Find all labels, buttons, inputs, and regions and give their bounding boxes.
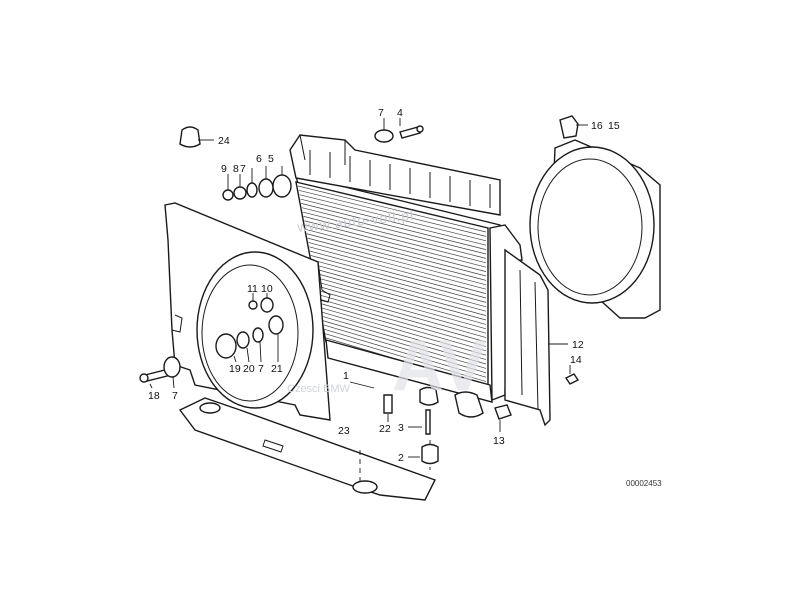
callout-labels: 24 9 8 7 6 5 7 4 16 15 11 10 19 20 7 21 …: [148, 107, 620, 464]
callout-10: 10: [261, 283, 273, 295]
callout-8: 8: [233, 163, 239, 175]
radiator-fin-line: [310, 255, 487, 303]
radiator-fin-line: [297, 185, 487, 233]
fan-ring: [529, 115, 661, 319]
fasteners: [139, 125, 580, 465]
callout-22: 22: [379, 423, 391, 435]
callout-14: 14: [570, 354, 582, 366]
radiator-fin-line: [305, 229, 487, 277]
callout-4: 4: [397, 107, 403, 119]
callout-15: 15: [608, 120, 620, 132]
radiator-fin-line: [303, 216, 487, 264]
callout-6: 6: [256, 153, 262, 165]
radiator-fin-line: [313, 272, 487, 321]
radiator-fin-line: [318, 298, 487, 347]
radiator-fin-line: [301, 203, 487, 250]
callout-7: 7: [240, 163, 246, 175]
callout-7: 7: [378, 107, 384, 119]
radiator-fin-line: [317, 294, 487, 343]
radiator-fin-line: [307, 237, 487, 286]
callout-11: 11: [247, 283, 258, 295]
callout-12: 12: [572, 339, 584, 351]
radiator-fin-line: [314, 276, 487, 325]
radiator-fin-line: [304, 220, 487, 268]
radiator-fin-line: [306, 233, 487, 281]
callout-9: 9: [221, 163, 227, 175]
radiator-fin-line: [308, 242, 487, 290]
callout-21: 21: [271, 363, 283, 375]
watermark-logo: AV: [392, 326, 487, 406]
radiator-fin-line: [302, 211, 487, 259]
radiator-fin-line: [321, 315, 487, 365]
radiator-fin-line: [322, 320, 487, 369]
radiator-fin-line: [325, 333, 487, 382]
callout-23: 23: [338, 425, 350, 437]
radiator-fin-line: [315, 281, 487, 330]
callout-20: 20: [243, 363, 255, 375]
callout-3: 3: [398, 422, 404, 434]
watermark-tagline: Czesci BMW: [287, 383, 351, 395]
radiator-fin-line: [299, 194, 487, 242]
leader-lines: [149, 118, 588, 458]
callout-19: 19: [229, 363, 241, 375]
lower-cross-member: [178, 397, 436, 501]
callout-16: 16: [591, 120, 603, 132]
radiator-fin-line: [313, 268, 487, 316]
radiator-fin-line: [316, 285, 487, 334]
radiator-fin-line: [323, 324, 487, 374]
callout-1: 1: [343, 370, 349, 382]
reference-number: 00002453: [626, 479, 662, 488]
radiator-fin-line: [301, 207, 487, 255]
radiator-fin-line: [319, 302, 487, 352]
radiator-fin-line: [298, 190, 487, 237]
callout-24: 24: [218, 135, 230, 147]
radiator-fin-line: [312, 263, 487, 312]
callout-7: 7: [258, 363, 264, 375]
callout-18: 18: [148, 390, 160, 402]
radiator-fin-line: [320, 307, 487, 356]
callout-5: 5: [268, 153, 274, 165]
radiator-fin-line: [317, 289, 487, 338]
radiator-fin-line: [324, 328, 487, 378]
radiator-fin-line: [309, 250, 487, 299]
radiator-fin-line: [311, 259, 487, 308]
callout-2: 2: [398, 452, 404, 464]
callout-7: 7: [172, 390, 178, 402]
callout-13: 13: [493, 435, 505, 447]
side-bracket: [494, 248, 551, 427]
radiator-fin-line: [300, 198, 487, 246]
radiator-fin-line: [305, 224, 487, 272]
radiator-fin-line: [321, 311, 487, 360]
radiator-fin-line: [309, 246, 487, 294]
